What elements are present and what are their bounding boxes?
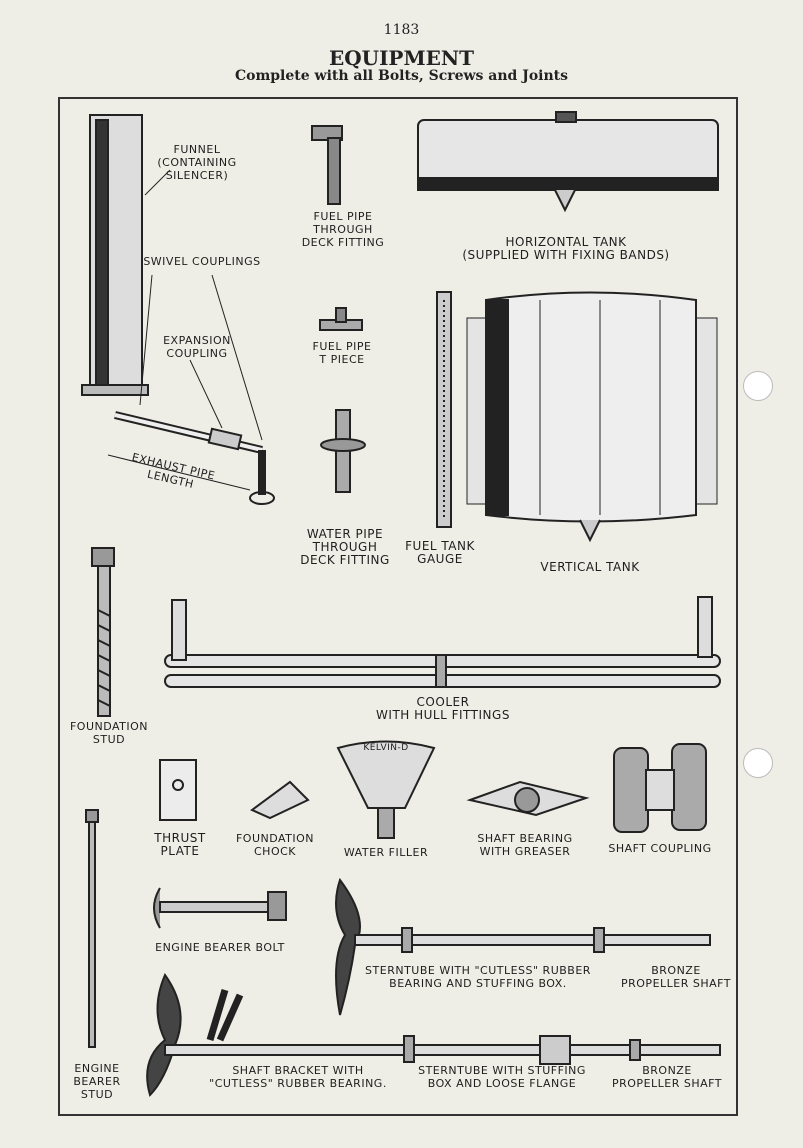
fuel-pipe-deck-drawing (311, 125, 343, 205)
exhaust-pipe-drawing (107, 169, 275, 505)
shaft-coupling-drawing (613, 743, 707, 833)
shaft-bearing-drawing (466, 780, 590, 817)
page-subtitle: Complete with all Bolts, Screws and Join… (234, 68, 569, 84)
engine-bearer-stud-drawing (85, 809, 99, 1048)
foundation-chock-drawing (250, 780, 310, 820)
label-swivel-couplings: SWIVEL COUPLINGS (143, 255, 261, 268)
sterntube-cutless-drawing (335, 877, 711, 1016)
illustration-frame (58, 97, 738, 1116)
page-number: 1183 (383, 22, 420, 38)
page-title: EQUIPMENT (328, 46, 475, 70)
shaft-bracket-drawing (146, 972, 721, 1097)
fuel-tank-gauge-drawing (436, 291, 452, 528)
water-filler-drawing (336, 740, 436, 809)
label-shaft-bracket: SHAFT BRACKET WITH"CUTLESS" RUBBER BEARI… (209, 1064, 387, 1090)
label-horizontal-tank: HORIZONTAL TANK(SUPPLIED WITH FIXING BAN… (462, 235, 670, 262)
label-water-filler: WATER FILLER (343, 846, 429, 859)
water-pipe-deck-drawing (320, 409, 366, 493)
cooler-drawing (164, 596, 721, 688)
vertical-tank-drawing (466, 291, 718, 543)
engine-bearer-bolt-drawing (153, 887, 287, 929)
funnel-drawing (81, 114, 149, 396)
binder-hole (743, 748, 773, 778)
fuel-pipe-t-drawing (319, 307, 363, 331)
binder-hole (743, 371, 773, 401)
label-shaft-coupling: SHAFT COUPLING (608, 842, 712, 855)
label-engine-bearer-bolt: ENGINE BEARER BOLT (155, 941, 285, 954)
water-filler-brand: KELVIN-D (363, 743, 409, 753)
foundation-stud-drawing (91, 547, 115, 717)
horizontal-tank-drawing (417, 111, 719, 213)
label-vertical-tank: VERTICAL TANK (540, 560, 640, 574)
